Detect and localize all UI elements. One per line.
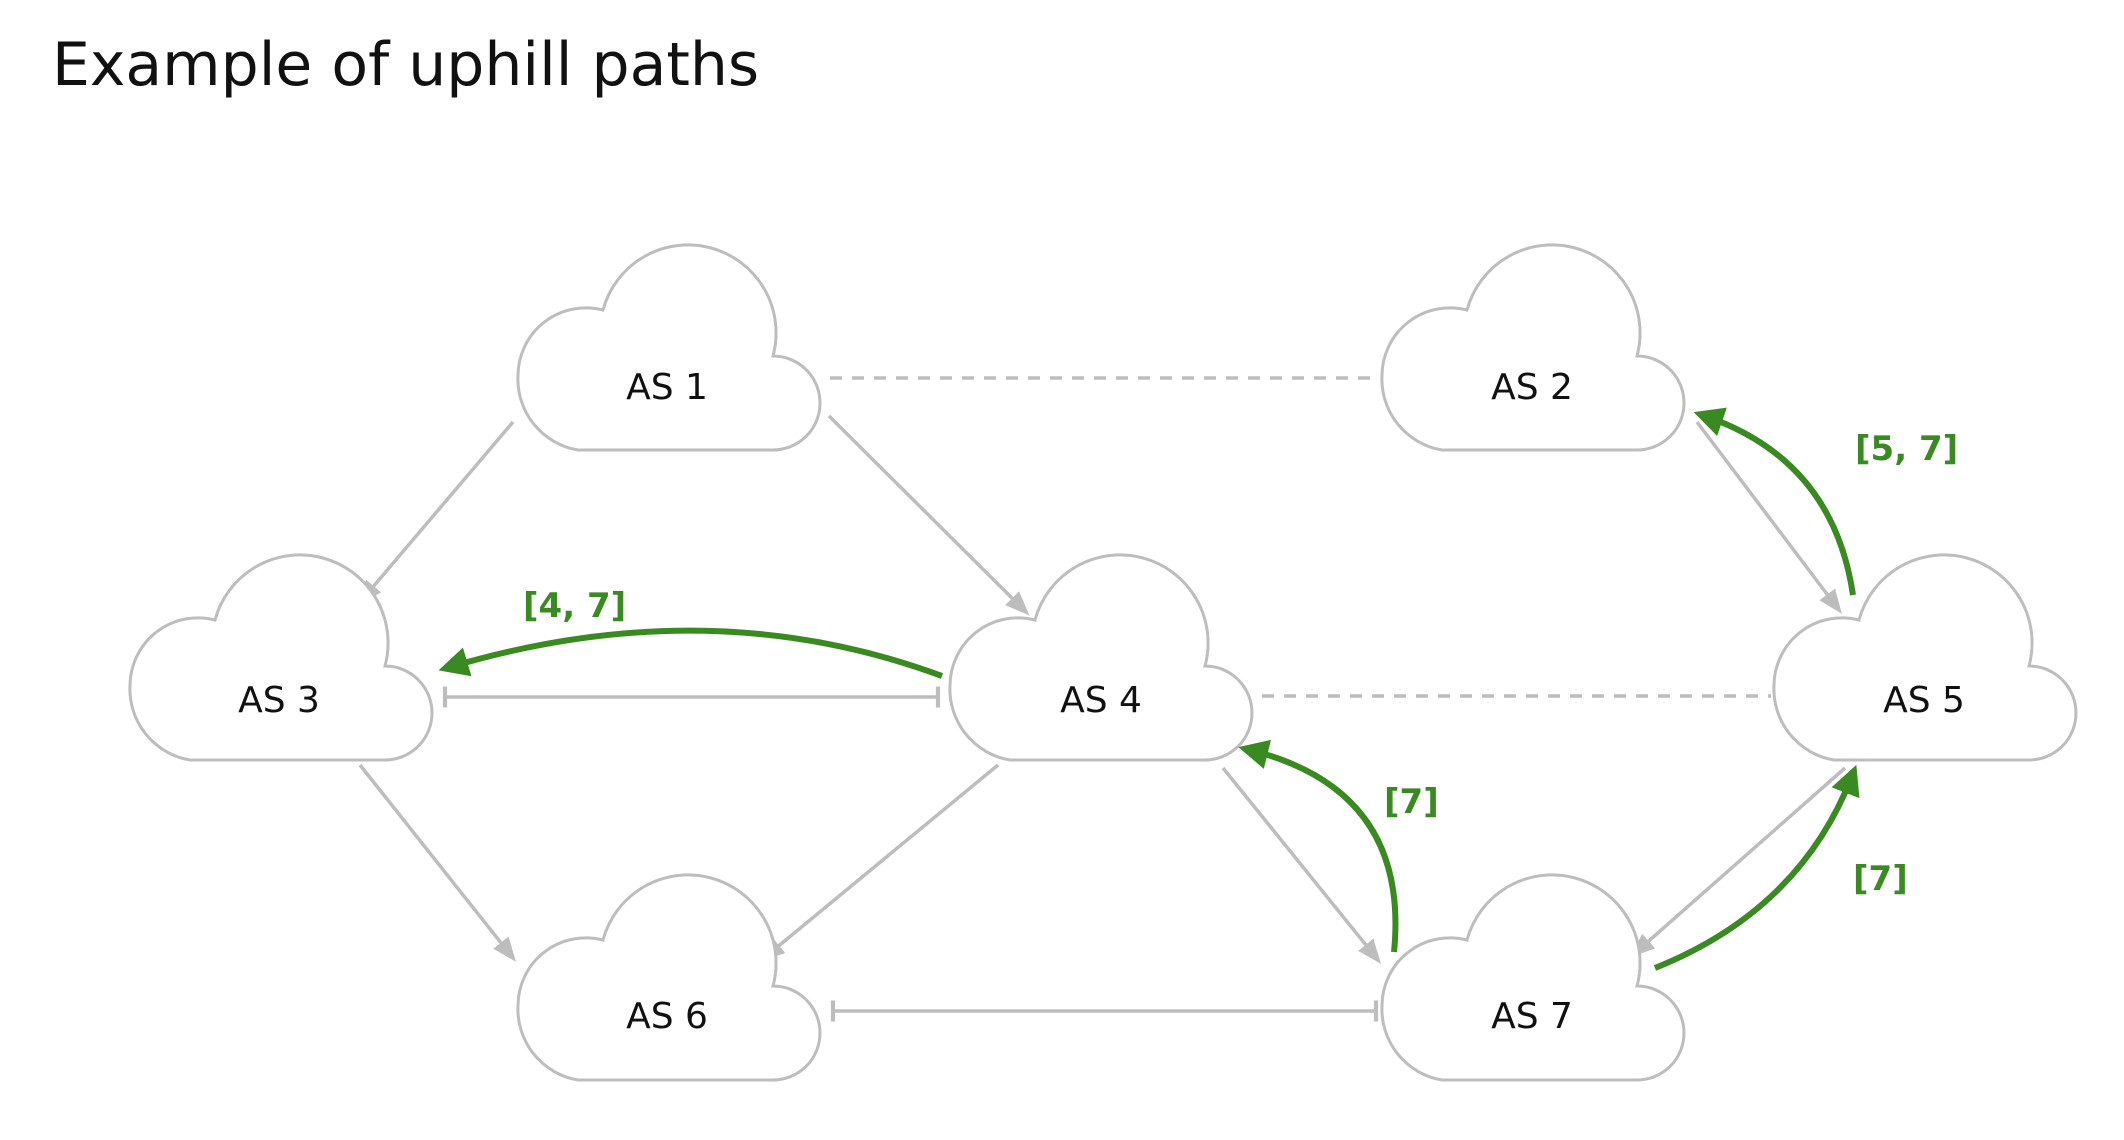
uphill-path-label: [4, 7] bbox=[523, 586, 626, 626]
node-label: AS 2 bbox=[1491, 367, 1573, 408]
cloud-icon bbox=[1380, 243, 1686, 452]
node-label: AS 3 bbox=[238, 680, 320, 721]
uphill-path-label: [7] bbox=[1853, 859, 1908, 899]
uphill-path-as7-as4 bbox=[1238, 739, 1399, 953]
cloud-icon bbox=[948, 553, 1254, 762]
cloud-icon bbox=[1380, 873, 1686, 1082]
node-as6: AS 6 bbox=[516, 873, 822, 1082]
edge-as3-as6 bbox=[358, 763, 517, 962]
node-as2: AS 2 bbox=[1380, 243, 1686, 452]
diagram-title: Example of uphill paths bbox=[52, 30, 760, 100]
node-label: AS 4 bbox=[1060, 680, 1142, 721]
cloud-icon bbox=[128, 553, 434, 762]
node-as3: AS 3 bbox=[128, 553, 434, 762]
uphill-path-as4-as3 bbox=[438, 627, 944, 679]
node-label: AS 5 bbox=[1883, 680, 1965, 721]
node-as7: AS 7 bbox=[1380, 873, 1686, 1082]
edge-as4-as6 bbox=[760, 763, 1000, 962]
node-as1: AS 1 bbox=[516, 243, 822, 452]
node-label: AS 6 bbox=[626, 996, 708, 1037]
edge-as1-as3 bbox=[357, 420, 515, 605]
uphill-path-label: [7] bbox=[1384, 782, 1439, 822]
node-label: AS 1 bbox=[626, 367, 708, 408]
uphill-path-as7-as5 bbox=[1653, 764, 1860, 971]
uphill-path-label: [5, 7] bbox=[1855, 429, 1958, 469]
node-label: AS 7 bbox=[1491, 996, 1573, 1037]
cloud-icon bbox=[516, 243, 822, 452]
edge-as1-as4 bbox=[827, 414, 1030, 616]
uphill-path-as5-as2 bbox=[1693, 407, 1856, 596]
node-as4: AS 4 bbox=[948, 553, 1254, 762]
cloud-icon bbox=[516, 873, 822, 1082]
edge-as2-as5 bbox=[1695, 420, 1842, 614]
edge-as5-as7 bbox=[1630, 766, 1847, 958]
node-as5: AS 5 bbox=[1772, 553, 2078, 762]
edge-as4-as7 bbox=[1221, 766, 1382, 964]
